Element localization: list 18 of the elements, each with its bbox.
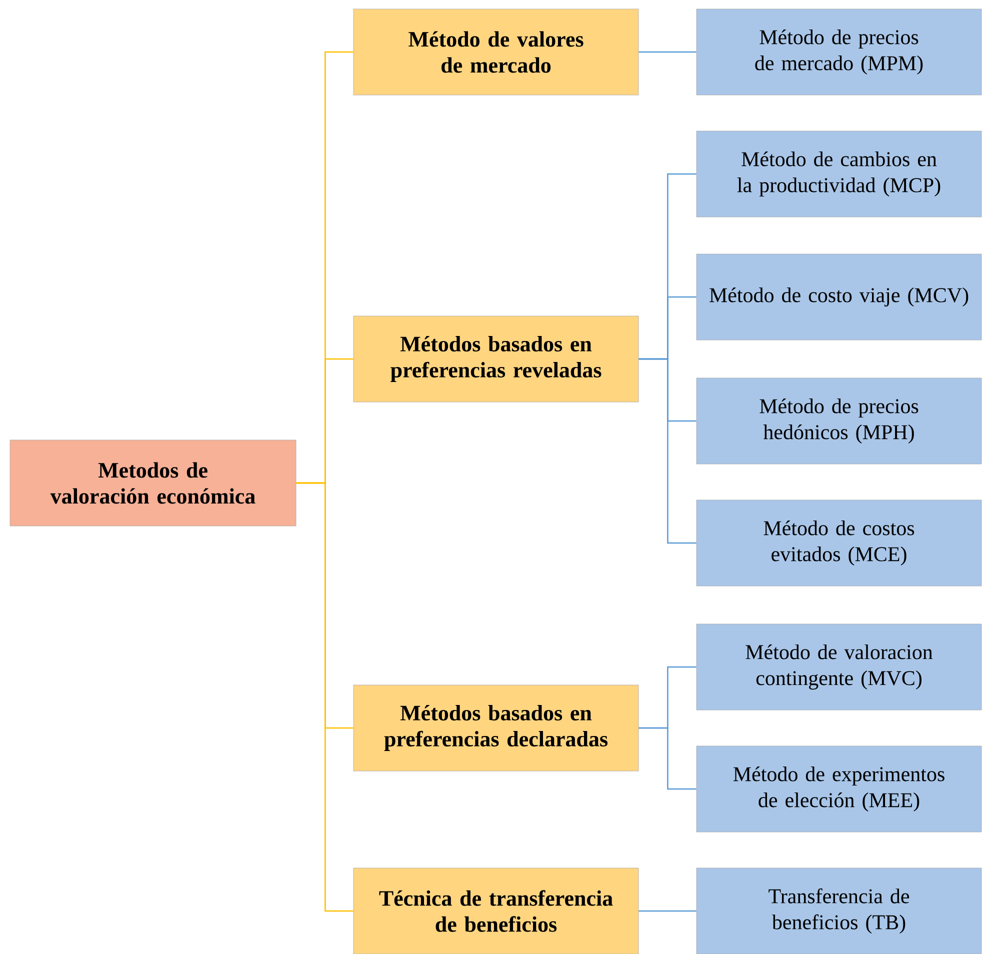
connector-line	[638, 51, 696, 53]
method-box: Método de precios de mercado (MPM)	[696, 8, 982, 96]
category-box: Métodos basados en preferencias reveladas	[353, 316, 639, 402]
method-box: Método de experimentos de elección (MEE)	[696, 746, 982, 832]
method-box: Método de cambios en la productividad (MCP)	[696, 130, 982, 218]
connector-line	[296, 482, 354, 912]
method-box: Método de costos evitados (MCE)	[696, 500, 982, 586]
connector-line	[638, 358, 696, 544]
category-box: Método de valores de mercado	[353, 8, 639, 96]
root-box: Metodos de valoración económica	[10, 440, 296, 526]
category-box: Métodos basados en preferencias declaradas	[353, 684, 639, 772]
method-box: Transferencia de beneficios (TB)	[696, 868, 982, 954]
category-box: Técnica de transferencia de beneficios	[353, 868, 639, 954]
connector-line	[638, 727, 696, 790]
method-box: Método de valoracion contingente (MVC)	[696, 624, 982, 710]
method-box: Método de costo viaje (MCV)	[696, 254, 982, 340]
connector-line	[638, 910, 696, 912]
method-box: Método de precios hedónicos (MPH)	[696, 378, 982, 464]
